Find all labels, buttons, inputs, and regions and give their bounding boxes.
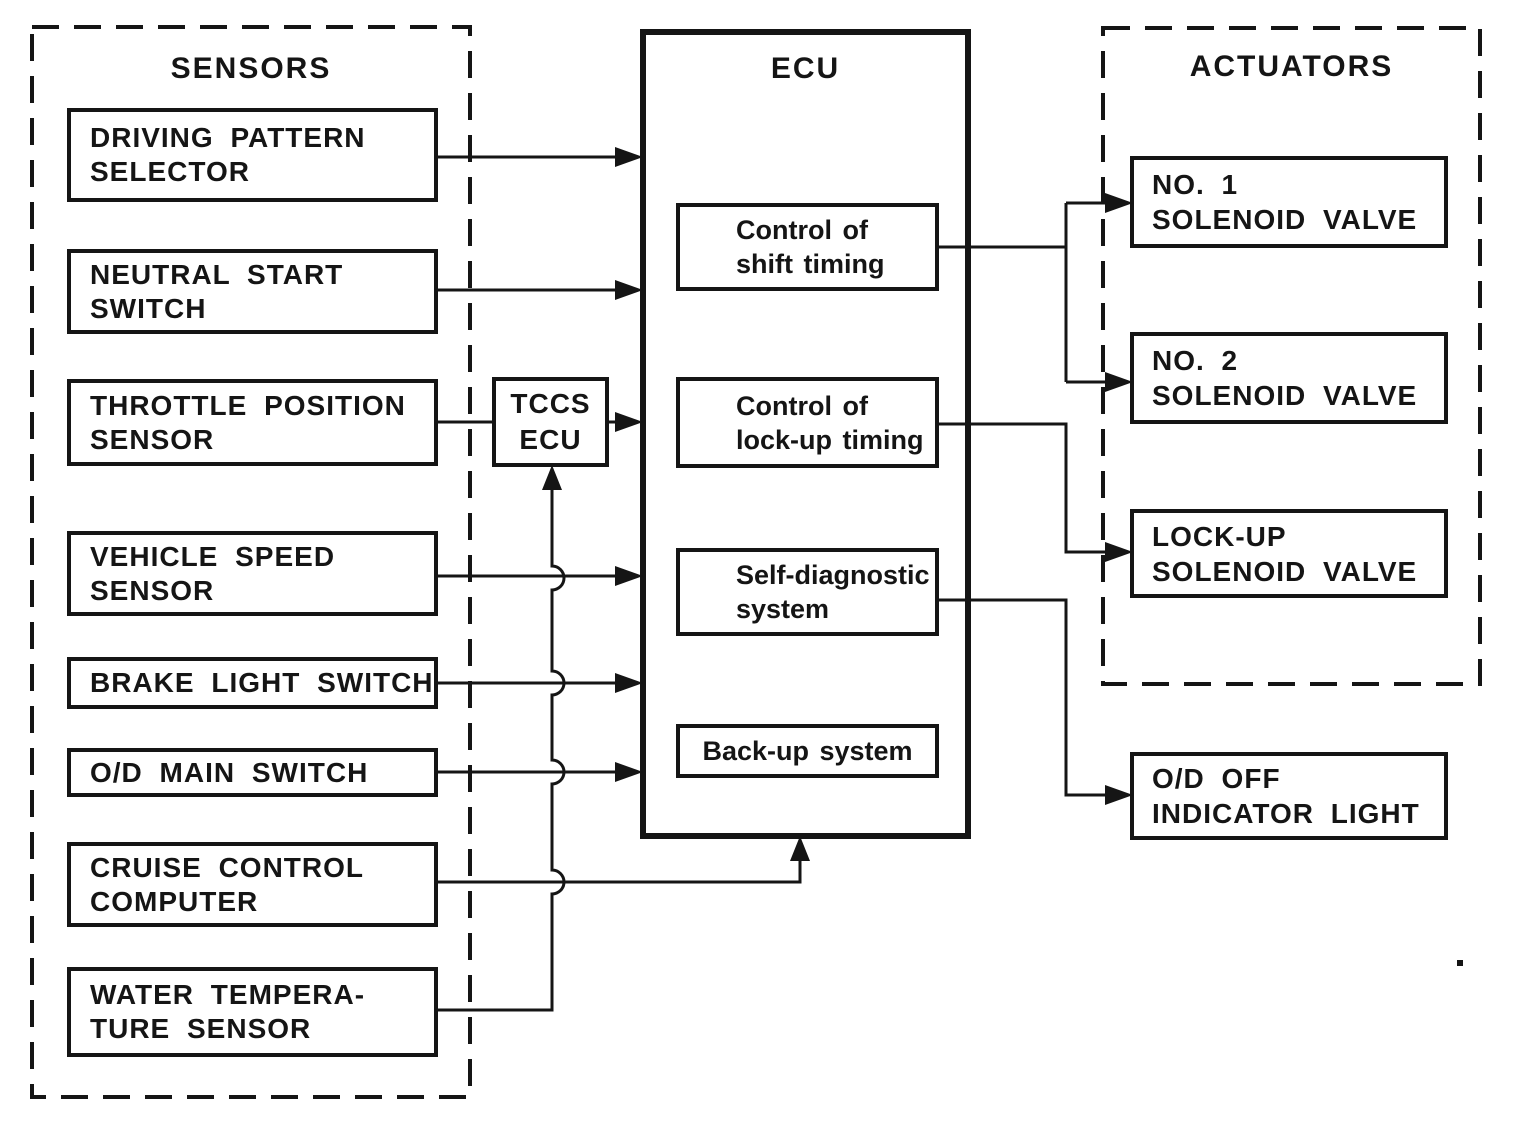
sensors-group-title: SENSORS: [170, 52, 332, 85]
sensor-label: DRIVING PATTERN SELECTOR: [90, 122, 366, 187]
sensor-label: THROTTLE POSITION SENSOR: [90, 389, 406, 455]
arrowhead-into-ecu-2: [615, 280, 643, 300]
ecu-function-box-shift-timing: Control of shift timing: [676, 203, 939, 291]
actuator-label: NO. 2 SOLENOID VALVE: [1152, 345, 1418, 411]
arrowhead-into-ecu-3: [615, 412, 643, 432]
ecu-function-label: Self-diagnostic system: [736, 560, 930, 624]
actuator-label: NO. 1 SOLENOID VALVE: [1152, 169, 1418, 235]
ecu-function-box-backup-system: Back-up system: [676, 724, 939, 778]
sensor-box-neutral-start-switch: NEUTRAL START SWITCH: [67, 249, 438, 334]
arrowhead-into-tccs-bottom: [542, 465, 562, 490]
actuators-group-title: ACTUATORS: [1189, 50, 1394, 83]
arrowhead-into-ecu-4: [615, 566, 643, 586]
sensor-box-water-temperature-sensor: WATER TEMPERA- TURE SENSOR: [67, 967, 438, 1057]
sensor-label: WATER TEMPERA- TURE SENSOR: [90, 979, 366, 1044]
tccs-ecu-box: TCCS ECU: [492, 377, 609, 467]
arrowhead-into-no2-solenoid: [1105, 372, 1133, 392]
arrowhead-into-lockup-solenoid: [1105, 542, 1133, 562]
ecu-title: ECU: [770, 52, 841, 85]
arrowhead-into-ecu-5: [615, 673, 643, 693]
sensor-box-throttle-position-sensor: THROTTLE POSITION SENSOR: [67, 379, 438, 466]
arrowhead-into-ecu-bottom: [790, 836, 810, 861]
arrowhead-into-od-off-light: [1105, 785, 1133, 805]
sensor-label: VEHICLE SPEED SENSOR: [90, 540, 336, 606]
sensor-box-brake-light-switch: BRAKE LIGHT SWITCH: [67, 657, 438, 709]
actuator-box-no2-solenoid-valve: NO. 2 SOLENOID VALVE: [1130, 332, 1448, 424]
actuator-box-lockup-solenoid-valve: LOCK-UP SOLENOID VALVE: [1130, 509, 1448, 598]
ecu-function-box-self-diagnostic: Self-diagnostic system: [676, 548, 939, 636]
ecu-function-box-lockup-timing: Control of lock-up timing: [676, 377, 939, 468]
sensor-box-driving-pattern-selector: DRIVING PATTERN SELECTOR: [67, 108, 438, 202]
actuator-box-no1-solenoid-valve: NO. 1 SOLENOID VALVE: [1130, 156, 1448, 248]
tccs-ecu-label: TCCS ECU: [510, 388, 591, 455]
arrowhead-into-ecu-1: [615, 147, 643, 167]
ecu-function-label: Control of shift timing: [736, 215, 885, 279]
actuator-label: LOCK-UP SOLENOID VALVE: [1152, 520, 1418, 587]
od-off-indicator-label: O/D OFF INDICATOR LIGHT: [1152, 763, 1420, 829]
sensor-box-cruise-control-computer: CRUISE CONTROL COMPUTER: [67, 842, 438, 927]
sensor-label: NEUTRAL START SWITCH: [90, 258, 344, 324]
arrowhead-into-ecu-6: [615, 762, 643, 782]
od-off-indicator-light-box: O/D OFF INDICATOR LIGHT: [1130, 752, 1448, 840]
ecu-function-label: Control of lock-up timing: [736, 390, 924, 455]
wire-water-temp-to-tccs: [437, 490, 566, 1012]
print-artifact-dot: [1457, 960, 1463, 966]
sensor-box-vehicle-speed-sensor: VEHICLE SPEED SENSOR: [67, 531, 438, 616]
arrowhead-into-no1-solenoid: [1105, 193, 1133, 213]
sensor-label: O/D MAIN SWITCH: [90, 756, 369, 788]
ecu-function-label: Back-up system: [702, 736, 913, 766]
sensor-label: BRAKE LIGHT SWITCH: [90, 667, 434, 698]
wire-cruise-to-ecu-bottom: [437, 861, 802, 884]
sensor-label: CRUISE CONTROL COMPUTER: [90, 851, 364, 917]
sensor-box-od-main-switch: O/D MAIN SWITCH: [67, 748, 438, 797]
